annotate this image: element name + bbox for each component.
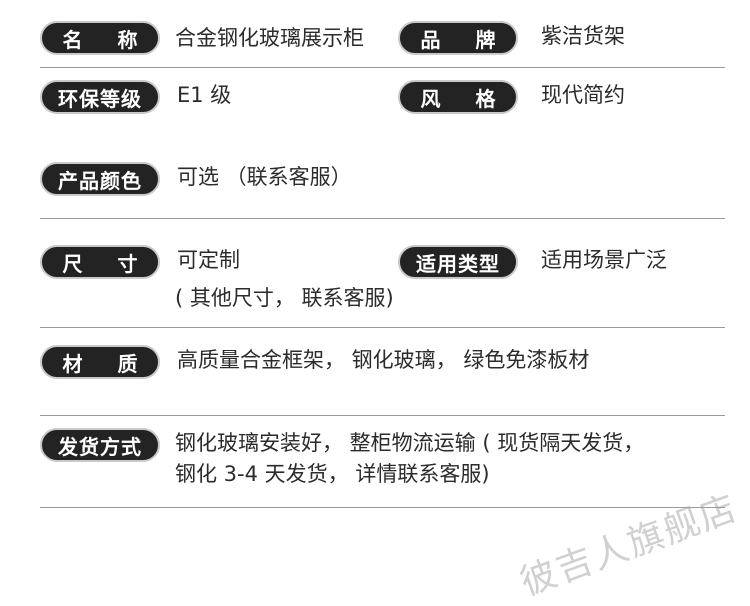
label-shipping: 发货方式	[40, 428, 160, 462]
value-size-line2: ( 其他尺寸， 联系客服)	[175, 286, 394, 310]
divider-5	[40, 507, 725, 508]
label-material: 材 质	[40, 345, 160, 379]
label-env-level: 环保等级	[40, 80, 160, 114]
divider-2	[40, 218, 725, 219]
value-brand: 紫洁货架	[541, 24, 625, 48]
label-type: 适用类型	[398, 245, 518, 279]
label-name: 名 称	[40, 21, 160, 55]
value-env-level: E1 级	[177, 83, 232, 107]
divider-4	[40, 415, 725, 416]
value-style: 现代简约	[541, 83, 625, 107]
shop-watermark: 彼吉人旗舰店	[515, 487, 744, 605]
value-material: 高质量合金框架， 钢化玻璃， 绿色免漆板材	[177, 348, 590, 372]
value-shipping-line2: 钢化 3-4 天发货， 详情联系客服)	[175, 462, 490, 486]
label-brand: 品 牌	[398, 21, 518, 55]
value-name: 合金钢化玻璃展示柜	[175, 26, 364, 50]
label-size: 尺 寸	[40, 245, 160, 279]
value-size-line1: 可定制	[177, 248, 240, 272]
label-color: 产品颜色	[40, 162, 160, 196]
label-style: 风 格	[398, 80, 518, 114]
value-color: 可选 （联系客服）	[177, 165, 352, 189]
divider-1	[40, 67, 725, 68]
divider-3	[40, 327, 725, 328]
value-type: 适用场景广泛	[541, 248, 667, 272]
value-shipping-line1: 钢化玻璃安装好， 整柜物流运输 ( 现货隔天发货，	[175, 431, 645, 455]
